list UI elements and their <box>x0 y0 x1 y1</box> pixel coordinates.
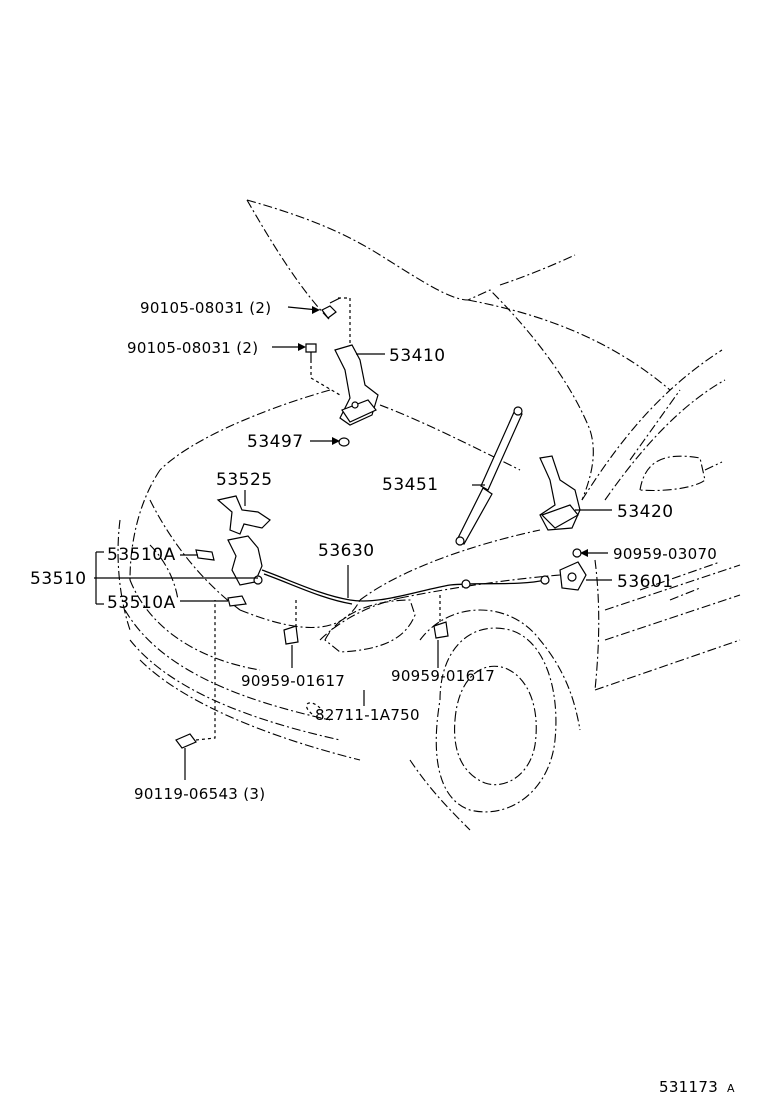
label-clamp-left: 90959-01617 <box>241 672 345 690</box>
cushion-drawing <box>338 437 350 447</box>
label-lock-support: 53525 <box>216 470 273 490</box>
harness-clamp-marker <box>306 702 321 715</box>
label-lock-a-top: 53510A <box>107 545 176 565</box>
label-bolt-1: 90105-08031 (2) <box>140 299 271 317</box>
label-clamp-right: 90959-01617 <box>391 667 495 685</box>
release-lever-drawing <box>559 561 587 591</box>
release-cable-drawing <box>261 569 550 605</box>
label-release-cable: 53630 <box>318 541 375 561</box>
strut-drawing <box>455 406 523 546</box>
clip-drawings <box>175 548 582 749</box>
label-release-lever: 53601 <box>617 572 674 592</box>
lock-assy-drawing <box>195 535 263 607</box>
label-lock-a-bottom: 53510A <box>107 593 176 613</box>
label-bolt-2: 90105-08031 (2) <box>127 339 258 357</box>
label-clip-03070: 90959-03070 <box>613 545 717 563</box>
car-body-outline <box>117 199 741 831</box>
label-strut: 53451 <box>382 475 439 495</box>
label-cushion: 53497 <box>247 432 304 452</box>
label-hinge-lh: 53410 <box>389 346 446 366</box>
label-hinge-rh: 53420 <box>617 502 674 522</box>
hinge-lh-drawing <box>334 344 379 426</box>
label-screw: 90119-06543 (3) <box>134 785 265 803</box>
diagram-id: 531173 <box>659 1078 718 1096</box>
label-lock-assy: 53510 <box>30 569 87 589</box>
label-harness-clamp: 82711-1A750 <box>315 706 420 724</box>
part-labels: 90105-08031 (2) 90105-08031 (2) 53410 53… <box>30 299 717 803</box>
diagram-id-suffix: A <box>727 1082 735 1095</box>
leader-lines <box>94 306 612 780</box>
hinge-rh-drawing <box>539 455 581 531</box>
lock-support-drawing <box>216 495 271 535</box>
bolt-drawings <box>305 297 351 396</box>
